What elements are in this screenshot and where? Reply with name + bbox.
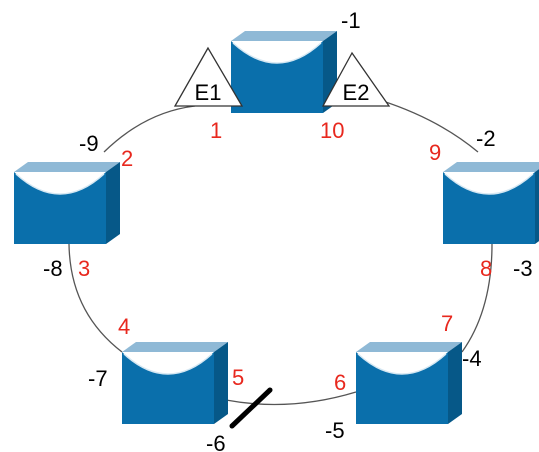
port-label: 5	[232, 365, 244, 390]
link-labels: -1 -2 -3 -4 -5 -6 -7 -8 -9	[43, 8, 533, 452]
link-label: -9	[79, 131, 99, 156]
port-label: 7	[441, 311, 453, 336]
port-label: 9	[429, 140, 441, 165]
port-labels: 1 2 3 4 5 6 7 8 9 10	[78, 118, 492, 395]
link-segment-right	[461, 243, 493, 353]
switch-top[interactable]	[230, 30, 338, 114]
switch-right[interactable]	[442, 161, 539, 245]
port-label: 8	[480, 256, 492, 281]
link-label: -4	[462, 346, 482, 371]
link-label: -7	[88, 366, 108, 391]
link-label: -8	[43, 256, 63, 281]
link-label: -3	[513, 256, 533, 281]
link-segment-top-left	[103, 105, 196, 153]
edge-e2: E2	[321, 51, 391, 107]
edge-e1-triangle	[173, 46, 244, 107]
switch-bottom-right[interactable]	[355, 341, 463, 425]
link-label: -1	[341, 8, 361, 33]
switch-bottom-left[interactable]	[121, 341, 229, 425]
link-label: -5	[325, 418, 345, 443]
port-label: 4	[118, 314, 130, 339]
switch-left[interactable]	[13, 161, 121, 245]
link-label: -6	[206, 431, 226, 452]
link-break-mark	[229, 387, 273, 429]
link-segment-left	[68, 243, 123, 353]
port-label: 10	[320, 118, 344, 143]
link-label: -2	[476, 126, 496, 151]
port-label: 2	[121, 146, 133, 171]
port-label: 3	[78, 256, 90, 281]
port-label: 6	[334, 370, 346, 395]
edge-e2-label: E2	[343, 80, 370, 105]
edge-e1-label: E1	[195, 80, 222, 105]
edge-e1: E1	[173, 46, 244, 107]
edge-e2-triangle	[321, 51, 391, 107]
port-label: 1	[210, 118, 222, 143]
link-segment-bottom	[225, 391, 357, 406]
